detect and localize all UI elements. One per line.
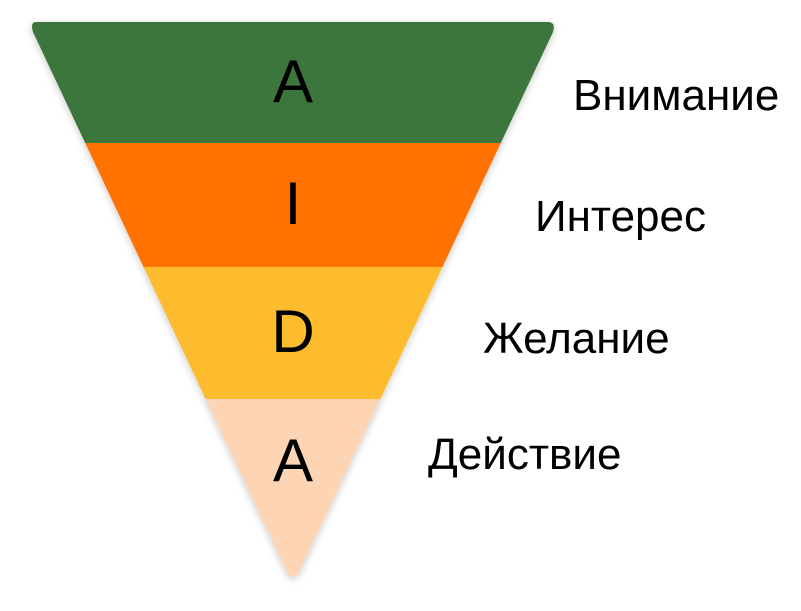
funnel-band-action — [32, 399, 554, 577]
funnel-band-attention — [32, 22, 554, 143]
stage-letter-action: A — [272, 427, 314, 494]
stage-label-interest: Интерес — [535, 192, 706, 241]
stage-label-desire: Желание — [483, 314, 670, 363]
stage-letter-desire: D — [271, 298, 315, 365]
stage-letter-interest: I — [284, 170, 302, 237]
stage-label-action: Действие — [428, 430, 622, 479]
funnel-band-desire — [32, 267, 554, 399]
stage-label-attention: Внимание — [573, 71, 780, 120]
stage-letter-attention: A — [272, 48, 314, 115]
